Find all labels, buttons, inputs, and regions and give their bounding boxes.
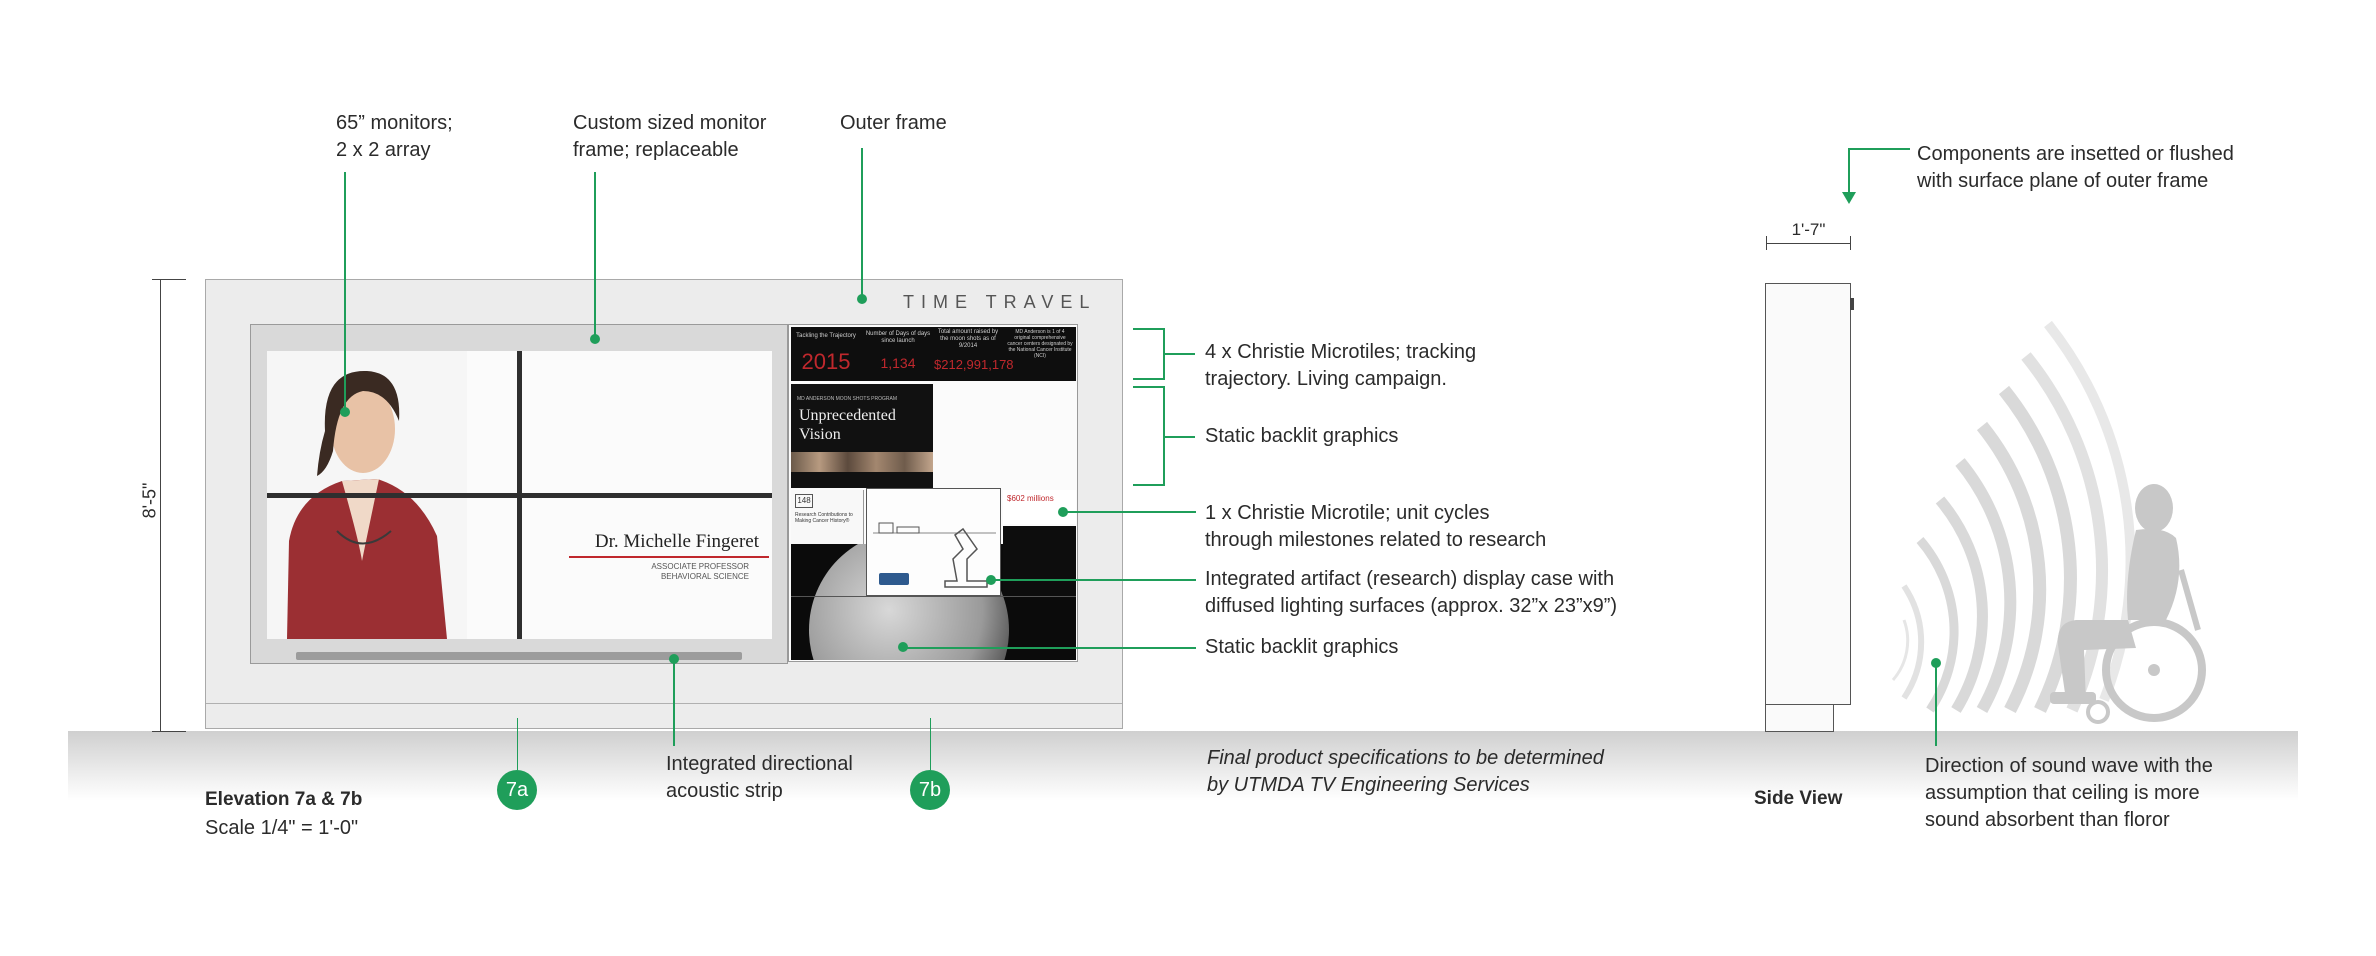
- vision-tile: MD ANDERSON MOON SHOTS PROGRAM Unprecede…: [791, 384, 933, 488]
- leader-static-graphics-bottom: [903, 647, 1196, 649]
- outer-frame-base-line: [206, 703, 1122, 704]
- vision-heading: Unprecedented Vision: [799, 407, 896, 443]
- stat-value: 1,134: [880, 355, 916, 371]
- stat-caption: Number of Days of days since launch: [865, 331, 931, 344]
- height-dimension-label: 8'-5": [139, 482, 160, 519]
- elevation-scale: Scale 1/4" = 1'-0": [205, 817, 359, 839]
- leader-monitors: [344, 172, 346, 412]
- callout-custom-frame: Custom sized monitor frame; replaceable: [573, 112, 767, 161]
- monitor-divider-vertical: [517, 351, 522, 639]
- bracket-microtiles-side: [1163, 328, 1165, 380]
- stat-caption: MD Anderson is 1 of 4 original comprehen…: [1007, 329, 1073, 359]
- badge-7b-stem: [930, 718, 931, 770]
- leader-dot: [669, 654, 679, 664]
- stat-value: $212,991,178: [934, 357, 1014, 372]
- leader-artifact-case: [990, 579, 1196, 581]
- bracket-microtiles-top: [1133, 328, 1165, 330]
- leader-dot: [857, 294, 867, 304]
- callout-monitors: 65” monitors; 2 x 2 array: [336, 112, 453, 161]
- moon-tile-seam: [791, 596, 1076, 597]
- callout-final-spec: Final product specifications to be deter…: [1207, 747, 1604, 796]
- bracket-graphics-bottom: [1133, 484, 1165, 486]
- monitor-array: Dr. Michelle Fingeret ASSOCIATE PROFESSO…: [267, 351, 772, 639]
- leader-acoustic-strip: [673, 658, 675, 746]
- leader-sound-wave: [1935, 662, 1937, 746]
- height-dimension-tick-top: [152, 279, 186, 280]
- bracket-graphics-side: [1163, 386, 1165, 486]
- elevation-badge-7b: 7b: [910, 770, 950, 810]
- bracket-graphics-top: [1133, 386, 1165, 388]
- presenter-name-rule: [569, 556, 769, 558]
- callout-sound-wave: Direction of sound wave with the assumpt…: [1925, 755, 2213, 831]
- leader-custom-frame: [594, 172, 596, 338]
- raised-amount: $602 millions: [1007, 494, 1054, 503]
- height-dimension-tick-bottom: [152, 731, 186, 732]
- stat-caption: Total amount raised by the moon shots as…: [937, 329, 999, 349]
- side-view-panel: [1765, 283, 1851, 705]
- dark-tile-front: [1003, 526, 1076, 596]
- callout-artifact-case: Integrated artifact (research) display c…: [1205, 568, 1618, 617]
- callout-static-graphics-bottom: Static backlit graphics: [1205, 636, 1399, 658]
- artifact-display-case-front: [866, 488, 1001, 596]
- callout-static-graphics-top: Static backlit graphics: [1205, 425, 1399, 447]
- arrow-down-icon: [1842, 192, 1856, 204]
- stat-value: 2015: [801, 349, 851, 374]
- faces-strip: [791, 452, 933, 472]
- vision-kicker: MD ANDERSON MOON SHOTS PROGRAM: [797, 396, 898, 402]
- side-view-base: [1765, 704, 1834, 732]
- elevation-title: Elevation 7a & 7b: [205, 789, 363, 810]
- callout-microtile-single: 1 x Christie Microtile; unit cycles thro…: [1205, 502, 1547, 551]
- milestone-number: 148: [795, 494, 813, 508]
- callout-outer-frame: Outer frame: [840, 112, 947, 134]
- side-view-bracket: [1850, 298, 1854, 310]
- bracket-microtiles-bottom: [1133, 378, 1165, 380]
- leader-dot: [898, 642, 908, 652]
- leader-microtile-single: [1063, 511, 1196, 513]
- leader-dot: [340, 407, 350, 417]
- elevation-badge-7a: 7a: [497, 770, 537, 810]
- callout-microtiles: 4 x Christie Microtiles; tracking trajec…: [1205, 341, 1477, 390]
- height-dimension-line: [160, 279, 161, 732]
- floor-line: [68, 731, 2298, 801]
- stat-caption: Tackling the Trajectory: [796, 333, 856, 339]
- bracket-microtiles-leader: [1165, 353, 1195, 355]
- callout-components: Components are insetted or flushed with …: [1917, 143, 2234, 192]
- depth-dimension-label: 1'-7": [1791, 220, 1826, 239]
- leader-dot: [1931, 658, 1941, 668]
- depth-dimension-line: [1766, 243, 1851, 244]
- leader-dot: [986, 575, 996, 585]
- leader-components-vertical: [1848, 148, 1850, 192]
- leader-components-horizontal: [1848, 148, 1910, 150]
- wheelchair-user-icon: [2050, 484, 2206, 724]
- callout-acoustic-strip: Integrated directional acoustic strip: [666, 753, 853, 802]
- leader-dot: [1058, 507, 1068, 517]
- wall-title: TIME TRAVEL: [903, 292, 1097, 312]
- leader-outer-frame: [861, 148, 863, 298]
- side-view-label: Side View: [1754, 788, 1843, 809]
- milestone-text: Research Contributions to Making Cancer …: [795, 512, 853, 524]
- presenter-name: Dr. Michelle Fingeret: [594, 531, 759, 552]
- presenter-title-line1: ASSOCIATE PROFESSOR: [651, 562, 749, 571]
- sound-wave-arcs: [1891, 320, 2136, 714]
- presenter-title-line2: BEHAVIORAL SCIENCE: [660, 572, 749, 581]
- microscope-icon: [873, 522, 996, 588]
- microtile-stats-strip: Tackling the Trajectory 2015 Number of D…: [791, 327, 1076, 381]
- acoustic-strip: [296, 652, 742, 660]
- leader-dot: [590, 334, 600, 344]
- bracket-graphics-leader: [1165, 436, 1195, 438]
- badge-7a-stem: [517, 718, 518, 770]
